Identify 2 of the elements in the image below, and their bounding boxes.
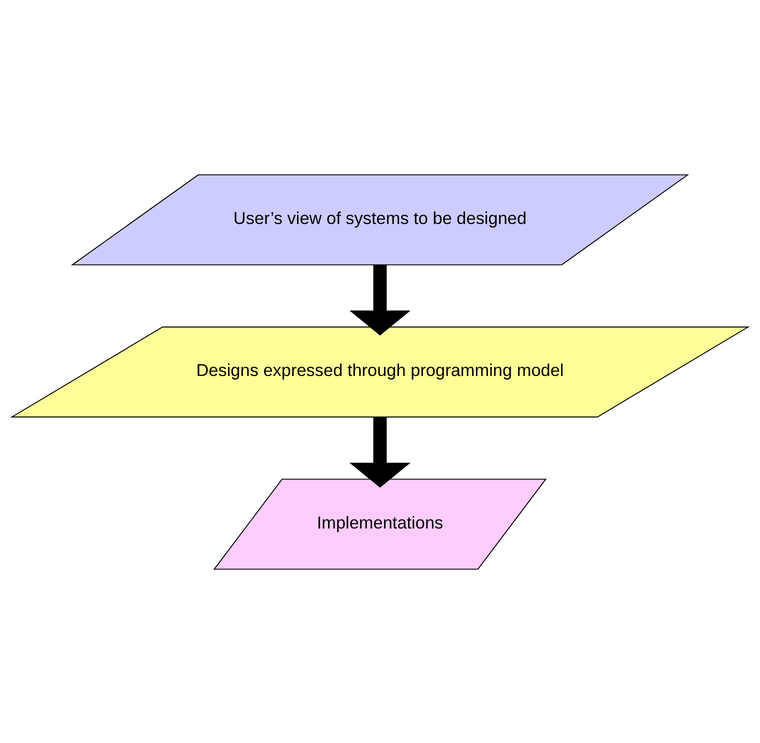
arrow xyxy=(349,264,411,335)
arrow xyxy=(349,416,411,488)
